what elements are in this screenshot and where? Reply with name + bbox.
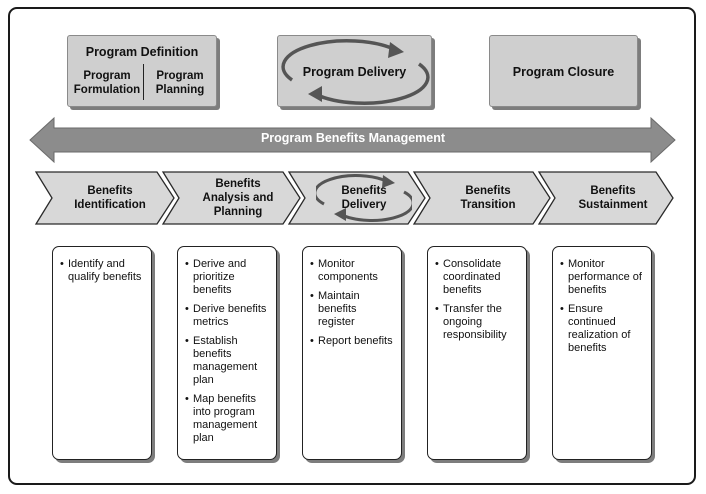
stage-label-delivery: Benefits Delivery <box>341 185 387 211</box>
card-identification: Identify and qualify benefits <box>52 246 152 460</box>
stage-label-transition: Benefits Transition <box>460 185 516 211</box>
program-planning-label: Program Planning <box>155 70 205 96</box>
chevron-delivery <box>287 171 426 225</box>
list-item: Identify and qualify benefits <box>60 258 145 284</box>
program-closure-title: Program Closure <box>512 65 615 79</box>
phase-program-delivery: Program Delivery <box>277 35 432 107</box>
list-item: Consolidate coordinated benefits <box>435 258 520 297</box>
list-item: Monitor components <box>310 258 395 284</box>
program-delivery-title: Program Delivery <box>302 65 407 79</box>
list-item: Monitor performance of benefits <box>560 258 645 297</box>
list-item: Report benefits <box>310 335 395 348</box>
list-item: Establish benefits management plan <box>185 335 270 387</box>
program-definition-title: Program Definition <box>85 45 199 59</box>
list-item: Ensure continued realization of benefits <box>560 303 645 355</box>
stage-label-sustainment: Benefits Sustainment <box>578 185 648 211</box>
card-transition: Consolidate coordinated benefits Transfe… <box>427 246 527 460</box>
program-formulation-label: Program Formulation <box>73 70 141 96</box>
list-item: Derive benefits metrics <box>185 303 270 329</box>
card-sustainment: Monitor performance of benefits Ensure c… <box>552 246 652 460</box>
list-item: Derive and prioritize benefits <box>185 258 270 297</box>
stage-label-analysis: Benefits Analysis and Planning <box>202 178 274 218</box>
phase-program-closure: Program Closure <box>489 35 638 107</box>
chevron-sustainment <box>537 171 674 225</box>
card-analysis: Derive and prioritize benefits Derive be… <box>177 246 277 460</box>
benefits-management-label: Program Benefits Management <box>260 131 446 145</box>
list-item: Transfer the ongoing responsibility <box>435 303 520 342</box>
phase-program-definition: Program Definition Program Formulation P… <box>67 35 217 107</box>
chevron-identification <box>34 171 175 225</box>
list-item: Map benefits into program management pla… <box>185 393 270 445</box>
benefits-management-arrow <box>29 116 676 164</box>
card-delivery: Monitor components Maintain benefits reg… <box>302 246 402 460</box>
stage-label-identification: Benefits Identification <box>74 185 146 211</box>
list-item: Maintain benefits register <box>310 290 395 329</box>
chevron-transition <box>412 171 551 225</box>
cycle-arrows-icon <box>316 174 412 222</box>
chevron-analysis <box>161 171 301 225</box>
cycle-arrows-icon <box>281 39 430 105</box>
stage-chevrons <box>34 171 674 225</box>
definition-divider <box>143 64 144 100</box>
